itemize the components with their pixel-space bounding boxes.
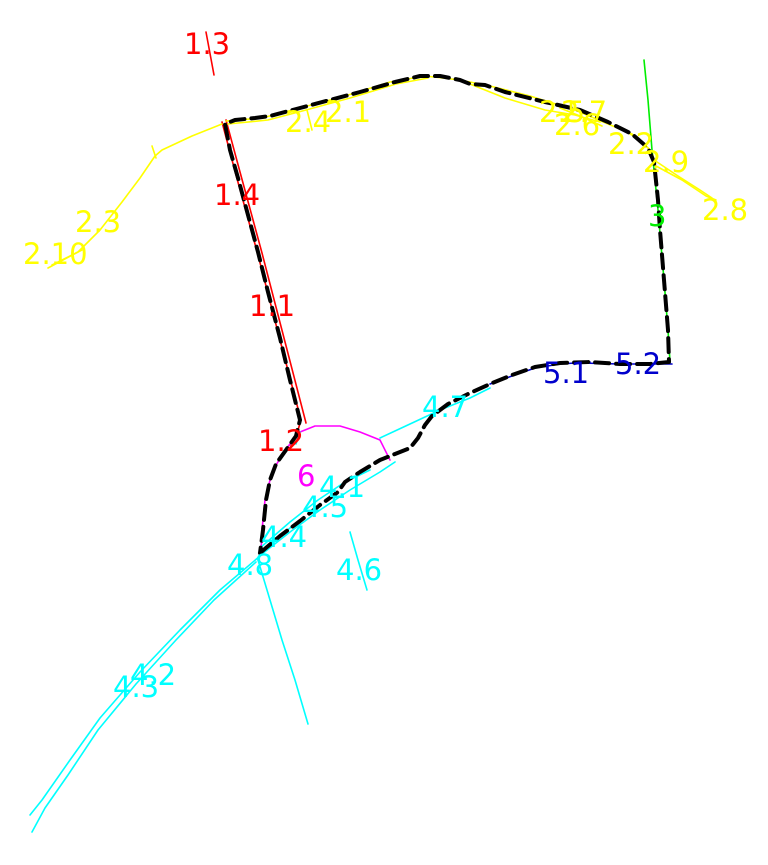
segment-2-6 (559, 107, 603, 127)
segment-1-4 (225, 119, 307, 424)
label-6: 6 (297, 459, 315, 493)
segment-2-9 (653, 159, 713, 199)
label-1-1: 1.1 (249, 289, 295, 323)
label-4-2: 4.2 (130, 658, 176, 692)
labels-group-6: 6 (297, 459, 315, 493)
label-5-1: 5.1 (543, 356, 589, 390)
segment-4-1 (261, 461, 396, 555)
segment-2-10 (151, 145, 157, 159)
label-4-4: 4.4 (261, 520, 307, 554)
segment-4-2 (29, 555, 261, 816)
segment-2-tick-1 (306, 109, 313, 131)
label-1-2: 1.2 (258, 424, 304, 458)
label-2-7: 2.7 (561, 95, 607, 129)
label-5-2: 5.2 (615, 347, 661, 381)
segment-6 (299, 425, 391, 461)
label-1-4: 1.4 (214, 178, 260, 212)
labels-group-2: 2.4 2.1 2.5 2.7 2.6 2.2 2.9 2.8 2.3 2.10 (23, 95, 748, 271)
label-4-7: 4.7 (422, 390, 468, 424)
segment-group-2 (47, 75, 717, 269)
label-2-6: 2.6 (554, 108, 600, 142)
label-2-8: 2.8 (702, 193, 748, 227)
label-1-3: 1.3 (184, 27, 230, 61)
label-2-4: 2.4 (285, 105, 331, 139)
segment-2-8 (655, 165, 717, 201)
segment-4-6 (349, 531, 368, 591)
label-4-6: 4.6 (336, 553, 382, 587)
segment-4-link (295, 431, 301, 445)
labels-group-4: 4.7 4.1 4.5 4.4 4.8 4.6 4.2 4.3 (113, 390, 468, 704)
label-2-10: 2.10 (23, 237, 88, 271)
segment-4-3 (31, 561, 257, 833)
label-2-1: 2.1 (325, 95, 371, 129)
label-2-2: 2.2 (608, 127, 654, 161)
segment-1-3 (205, 31, 215, 76)
labels-group-5: 5.1 5.2 (543, 347, 661, 390)
segment-2-10b (51, 249, 83, 266)
label-2-9: 2.9 (643, 145, 689, 179)
label-3: 3 (648, 199, 666, 233)
segment-2-4 (227, 77, 429, 125)
label-4-5: 4.5 (302, 490, 348, 524)
labels-group-3: 3 (648, 199, 666, 233)
label-4-1: 4.1 (319, 470, 365, 504)
label-4-3: 4.3 (113, 670, 159, 704)
labels-group-1: 1.3 1.4 1.1 1.2 (184, 27, 304, 458)
highlighted-route (223, 74, 671, 555)
label-2-5: 2.5 (539, 95, 585, 129)
segment-2-3 (47, 123, 223, 269)
segment-4-8 (257, 559, 309, 725)
label-2-3: 2.3 (75, 205, 121, 239)
label-4-8: 4.8 (227, 548, 273, 582)
